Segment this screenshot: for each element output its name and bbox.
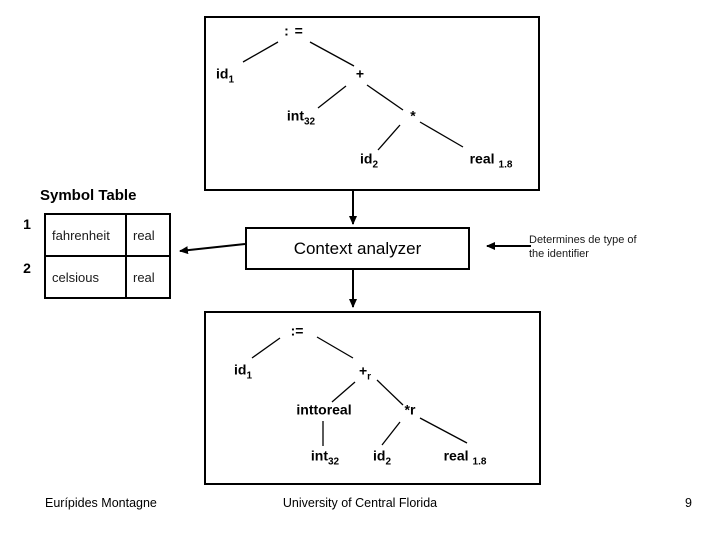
- symbol-table-title: Symbol Table: [40, 187, 137, 204]
- top-tree-edges: [242, 41, 464, 151]
- edge-plus-star: [366, 84, 404, 111]
- node-label: inttoreal: [296, 401, 352, 418]
- edge-plus-int32: [317, 85, 347, 109]
- node-label: : =: [284, 22, 304, 39]
- node-sub: 2: [372, 159, 379, 171]
- edge-assign-plusr: [316, 336, 354, 359]
- node-label: int: [286, 107, 304, 124]
- tree-node-plus: +: [356, 67, 364, 86]
- annotation-line-2: the identifier: [529, 248, 589, 260]
- tree-node-star-r: *r: [405, 403, 416, 422]
- node-label: +: [358, 362, 368, 379]
- edge-star-id2: [377, 124, 401, 151]
- node-label: id: [359, 150, 373, 167]
- tree-node-inttoreal: inttoreal: [296, 403, 351, 422]
- node-sub: 2: [385, 456, 392, 468]
- tree-node-id1: id1: [234, 363, 252, 382]
- symbol-table-cell-name: fahrenheit: [46, 215, 127, 257]
- tree-node-assign: : =: [284, 24, 304, 43]
- footer-page-number: 9: [685, 496, 692, 510]
- edge-plusr-starr: [376, 379, 404, 406]
- edge-assign-id1: [242, 41, 279, 63]
- annotation-note: Determines de type of the identifier: [529, 233, 637, 261]
- context-analyzer-box: Context analyzer: [245, 227, 470, 270]
- symbol-table-row-number-2: 2: [23, 260, 31, 276]
- symbol-table-cell-type: real: [127, 215, 169, 257]
- symbol-table-cell-type: real: [133, 269, 155, 285]
- node-sub: 1: [246, 370, 253, 382]
- context-analyzer-label: Context analyzer: [293, 238, 422, 258]
- edge-starr-id2: [381, 421, 401, 446]
- symbol-table-cell-name: celsious: [46, 257, 127, 297]
- tree-node-plus-r: +r: [359, 364, 371, 383]
- edge-assign-id1: [251, 337, 281, 359]
- node-label: real: [443, 447, 469, 464]
- node-sub: 1.8: [472, 456, 487, 468]
- node-label: id: [233, 361, 247, 378]
- node-label: *: [410, 107, 416, 124]
- annotation-line-1: Determines de type of: [529, 234, 637, 246]
- tree-node-id2: id2: [360, 152, 378, 171]
- node-sub: 32: [303, 116, 316, 128]
- bottom-tree-edges: [251, 336, 468, 446]
- tree-node-int32: int32: [311, 449, 339, 468]
- edge-starr-real: [419, 417, 468, 444]
- tree-node-star: *: [410, 109, 415, 128]
- tree-node-int32: int32: [287, 109, 315, 128]
- node-label: id: [372, 447, 386, 464]
- node-label: real: [469, 150, 495, 167]
- edge-star-real: [419, 121, 464, 148]
- node-sub: 1.8: [498, 159, 513, 171]
- symbol-table: fahrenheit real celsious real: [44, 213, 171, 299]
- node-label: *r: [404, 401, 416, 418]
- node-label: int: [310, 447, 328, 464]
- node-label: :=: [290, 322, 304, 339]
- footer-institution: University of Central Florida: [282, 496, 438, 510]
- tree-node-assign: :=: [291, 324, 304, 343]
- edge-plusr-inttoreal: [331, 381, 356, 403]
- node-sub: 32: [327, 456, 340, 468]
- tree-node-id2: id2: [373, 449, 391, 468]
- node-sub: 1: [228, 74, 235, 86]
- arrow-analyzer-to-symbol-table: [179, 243, 246, 255]
- node-sub: r: [367, 371, 372, 383]
- tree-node-id1: id1: [216, 67, 234, 86]
- node-label: id: [215, 65, 229, 82]
- footer-author: Eurípides Montagne: [45, 496, 157, 510]
- edge-assign-plus: [309, 41, 355, 67]
- node-label: +: [355, 65, 365, 82]
- symbol-table-row-number-1: 1: [23, 216, 31, 232]
